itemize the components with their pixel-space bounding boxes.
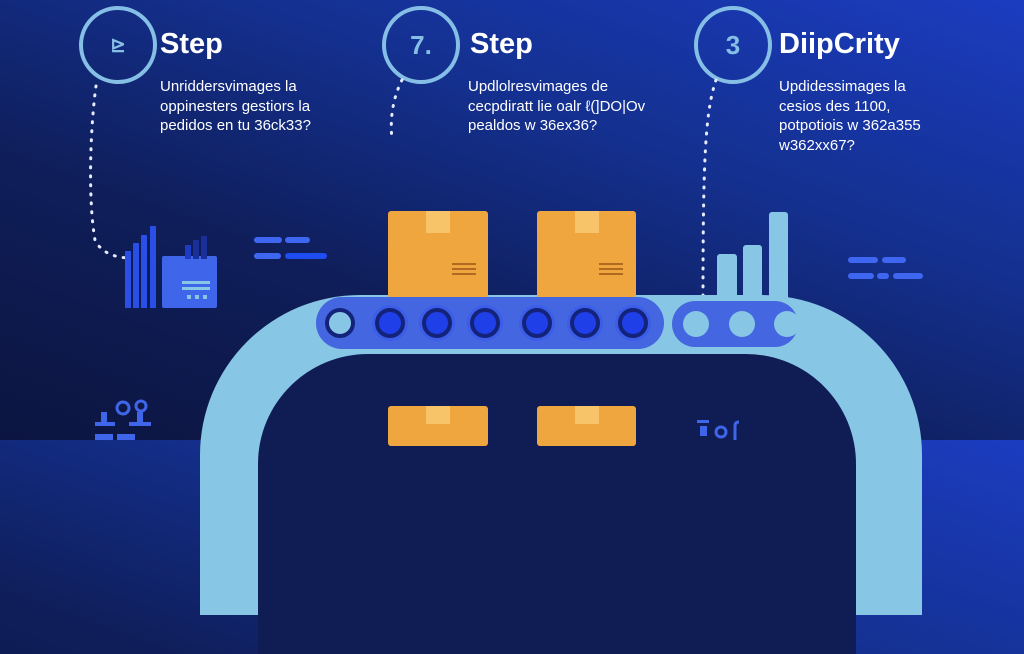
dash-line: [848, 257, 878, 263]
dash-line: [254, 237, 282, 243]
chart-bar: [201, 236, 207, 259]
step-3-description: Updidessimages la cesios des 1100, potpo…: [779, 77, 921, 155]
step-3-badge: 3: [694, 6, 772, 84]
chart-bar: [133, 243, 139, 308]
step-2-line: cecpdiratt lie oalr ℓ(]DO|Ov: [468, 97, 646, 115]
step-2-number: 7.: [410, 29, 432, 60]
step-2-line: pealdos w 36ex36?: [468, 117, 598, 134]
step-1-line: oppinesters gestiors la: [160, 97, 311, 115]
chart-bar: [185, 245, 191, 259]
dash-line: [285, 237, 310, 243]
step-1-badge: ⊵: [79, 6, 157, 84]
chart-bar: [193, 240, 199, 259]
roller: [618, 308, 648, 338]
step-1-number: ⊵: [110, 34, 126, 55]
roller: [325, 308, 355, 338]
chart-bar: [769, 212, 788, 299]
roller: [375, 308, 405, 338]
step-2-description: Updlolresvimages de cecpdiratt lie oalr …: [468, 77, 645, 136]
chart-bar: [743, 245, 762, 299]
package-box: [537, 211, 636, 298]
step-1-title: Step: [160, 28, 223, 60]
conveyor-inner: [258, 354, 856, 654]
step-3-line: Updidessimages la: [779, 78, 906, 95]
step-3-line: w362xx67?: [779, 136, 855, 154]
step-2-title: Step: [470, 28, 533, 60]
roller: [683, 311, 709, 337]
robot-arm-icon: [95, 399, 151, 440]
step-1-line: Unriddersvimages la: [160, 78, 297, 95]
step-2-line: Updlolresvimages de: [468, 78, 609, 95]
step-3-line: potpotiois w 362a355: [779, 117, 921, 134]
roller: [522, 308, 552, 338]
dash-line: [882, 257, 906, 263]
package-box: [388, 406, 488, 446]
dash-line: [848, 273, 874, 279]
roller: [774, 311, 800, 337]
step-2-badge: 7.: [382, 6, 460, 84]
robot-arm-icon: [697, 420, 740, 440]
step-1-line: pedidos en tu 36ck33?: [160, 117, 311, 134]
chart-bar: [125, 251, 131, 308]
roller: [422, 308, 452, 338]
roller: [570, 308, 600, 338]
chart-bar: [141, 235, 147, 308]
step-3-line: cesios des 1100,: [779, 97, 891, 115]
dash-line: [893, 273, 923, 279]
step-1-description: Unriddersvimages la oppinesters gestiors…: [160, 77, 311, 136]
dash-line: [285, 253, 327, 259]
factory-icon: [162, 256, 217, 308]
dash-line: [877, 273, 889, 279]
dash-line: [254, 253, 281, 259]
chart-bar: [717, 254, 737, 299]
roller: [729, 311, 755, 337]
package-box: [537, 406, 636, 446]
chart-bar: [150, 226, 156, 308]
package-box: [388, 211, 488, 298]
step-3-number: 3: [725, 29, 741, 60]
roller: [470, 308, 500, 338]
step-3-title: DiipCrity: [779, 28, 900, 60]
